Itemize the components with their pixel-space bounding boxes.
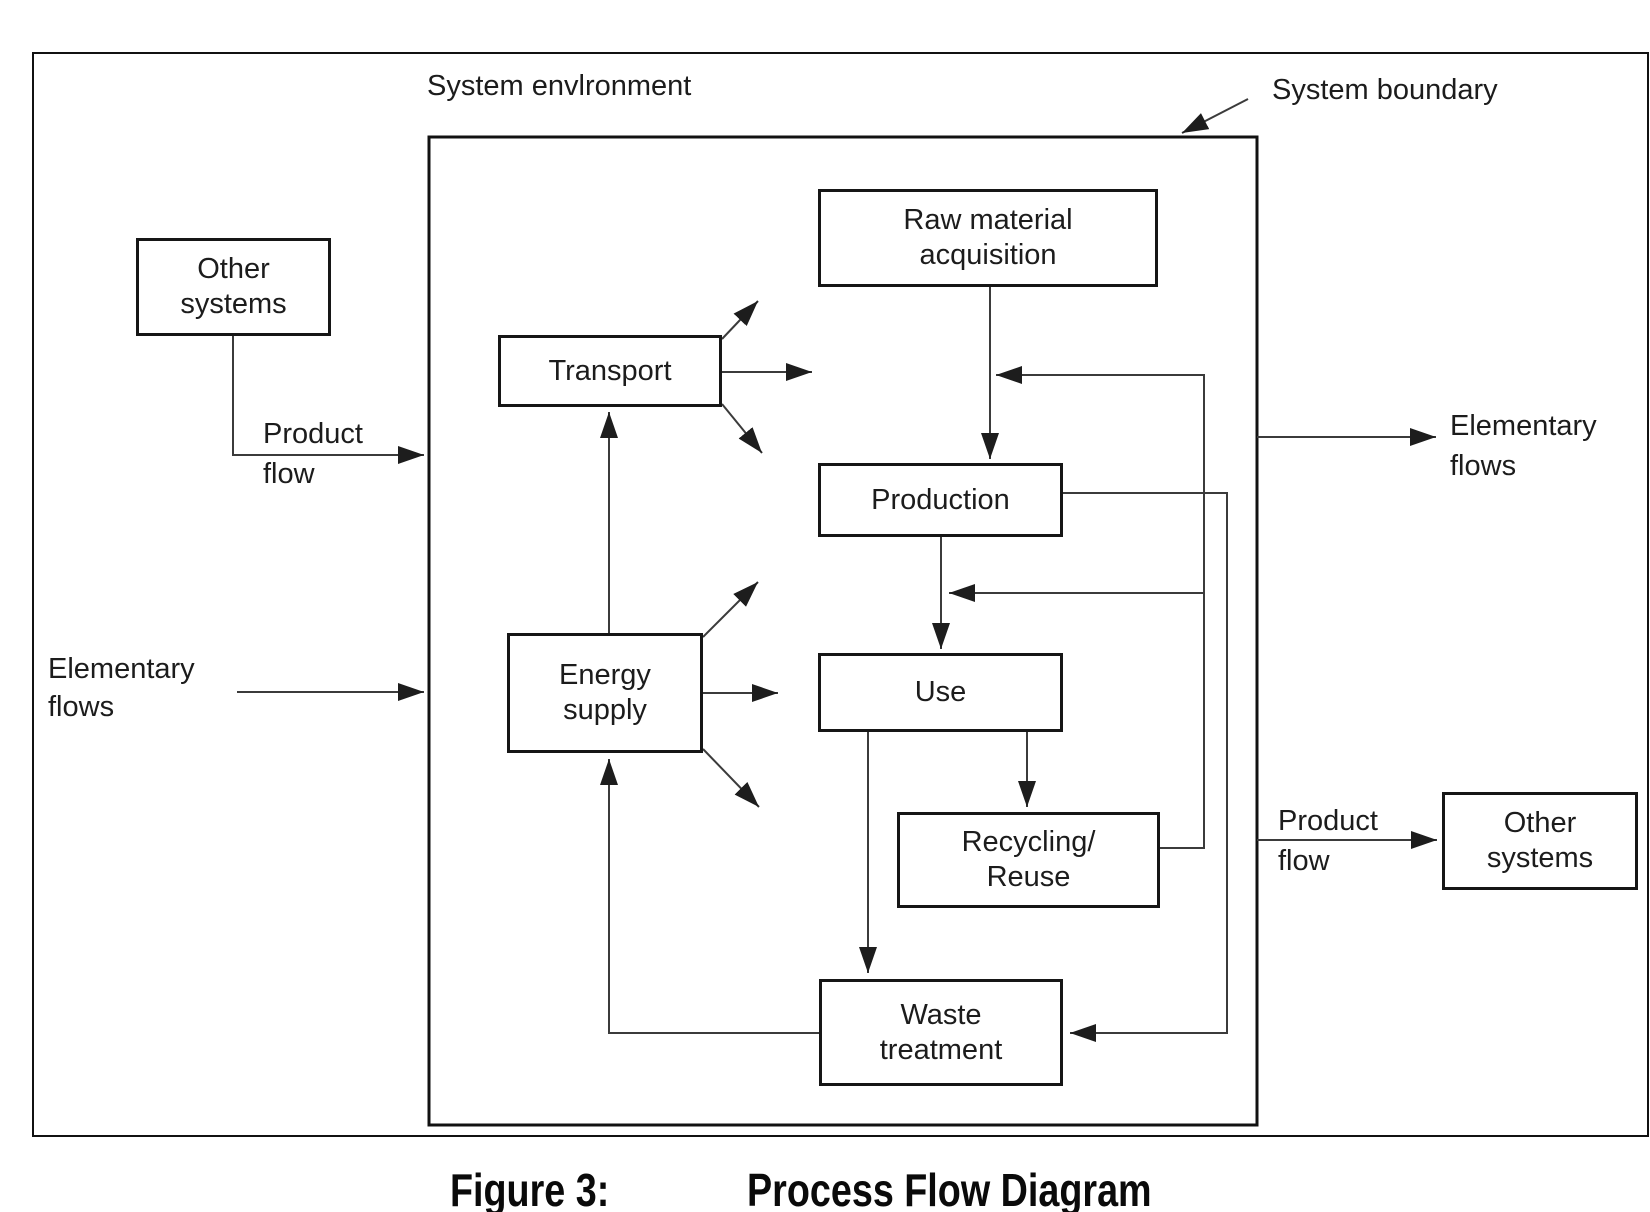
node-use: Use bbox=[818, 653, 1063, 732]
node-waste-treatment: Waste treatment bbox=[819, 979, 1063, 1086]
node-energy-supply: Energy supply bbox=[507, 633, 703, 753]
node-raw-material-acquisition: Raw material acquisition bbox=[818, 189, 1158, 287]
figure-border bbox=[32, 52, 1649, 1137]
arrow-waste-to-energy bbox=[600, 759, 819, 1034]
arrow-transport-out-up bbox=[721, 300, 759, 340]
label-product-flow-right: Product flow bbox=[1278, 805, 1378, 878]
node-production: Production bbox=[818, 463, 1063, 537]
node-recycling-reuse: Recycling/ Reuse bbox=[897, 812, 1160, 908]
node-other-systems-right: Other systems bbox=[1442, 792, 1638, 890]
arrow-energy-out-down bbox=[702, 748, 760, 808]
node-other-systems-left: Other systems bbox=[136, 238, 331, 336]
arrow-left-product-flow bbox=[232, 336, 424, 464]
label-system-environment: System envlronment bbox=[427, 70, 692, 102]
arrow-energy-out-up bbox=[702, 581, 759, 638]
system-boundary-rect bbox=[427, 135, 1259, 1127]
node-transport: Transport bbox=[498, 335, 722, 407]
label-elementary-flows-right: Elementary flows bbox=[1450, 410, 1597, 483]
arrow-recycling-feedback-top bbox=[996, 366, 1205, 849]
label-product-flow-left: Product flow bbox=[263, 418, 363, 491]
label-system-boundary: System boundary bbox=[1272, 74, 1498, 106]
arrow-transport-out-down bbox=[721, 403, 763, 454]
figure-caption-label: Figure 3: bbox=[450, 1164, 610, 1212]
arrow-production-to-waste bbox=[1063, 492, 1228, 1042]
flow-lines bbox=[232, 98, 1437, 1042]
arrow-boundary-pointer bbox=[1181, 98, 1249, 134]
label-elementary-flows-left: Elementary flows bbox=[48, 653, 195, 724]
figure-caption-title: Process Flow Diagram bbox=[747, 1164, 1152, 1212]
